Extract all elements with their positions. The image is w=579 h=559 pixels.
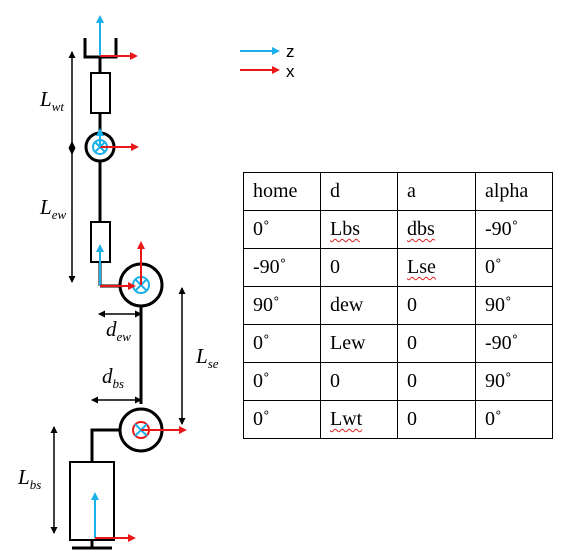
- table-cell: -90˚: [243, 248, 321, 287]
- table-cell: 0˚: [475, 248, 553, 287]
- wrist-link-box: [90, 72, 111, 114]
- table-row: -90˚ 0 Lse 0˚: [243, 248, 553, 287]
- lse-label: Lse: [195, 344, 219, 371]
- table-cell: Lse: [397, 248, 476, 287]
- table-cell: dew: [320, 286, 398, 325]
- table-cell: Lbs: [320, 210, 398, 249]
- axis-legend: z x: [240, 42, 295, 81]
- table-row: 0˚ Lwt 0 0˚: [243, 400, 553, 439]
- frame-arrows: [91, 15, 187, 542]
- table-cell: 0: [397, 400, 476, 439]
- table-cell: -90˚: [475, 210, 553, 249]
- header-alpha: alpha: [475, 172, 553, 211]
- dh-parameter-table: home d a alpha 0˚ Lbs dbs -90˚ -90˚ 0 Ls…: [243, 172, 553, 439]
- table-cell: 0: [320, 248, 398, 287]
- dbs-label: dbs: [102, 364, 124, 391]
- table-cell: 0: [397, 324, 476, 363]
- header-home: home: [243, 172, 321, 211]
- x-axis-legend-label: x: [286, 62, 295, 81]
- table-cell: 0˚: [243, 362, 321, 401]
- table-cell: 0˚: [243, 324, 321, 363]
- table-row: 0˚ Lew 0 -90˚: [243, 324, 553, 363]
- table-cell: 90˚: [243, 286, 321, 325]
- table-header-row: home d a alpha: [243, 172, 553, 211]
- header-d: d: [320, 172, 398, 211]
- table-row: 90˚ dew 0 90˚: [243, 286, 553, 325]
- table-cell: 90˚: [475, 286, 553, 325]
- table-cell: 0: [397, 286, 476, 325]
- table-cell: 0˚: [243, 210, 321, 249]
- base-link-box: [69, 461, 115, 541]
- z-axis-legend-label: z: [286, 42, 295, 61]
- table-row: 0˚ 0 0 90˚: [243, 362, 553, 401]
- dew-label: dew: [106, 317, 131, 344]
- lwt-label: Lwt: [39, 87, 64, 114]
- table-cell: 0: [320, 362, 398, 401]
- table-cell: 0: [397, 362, 476, 401]
- dimension-labels: Lwt Lew dew dbs Lse Lbs: [17, 87, 219, 492]
- table-cell: 90˚: [475, 362, 553, 401]
- lbs-label: Lbs: [17, 465, 41, 492]
- table-cell: 0˚: [243, 400, 321, 439]
- table-cell: -90˚: [475, 324, 553, 363]
- dimension-lines: [50, 51, 186, 534]
- table-cell: Lwt: [320, 400, 398, 439]
- lew-label: Lew: [39, 195, 66, 222]
- table-cell: dbs: [397, 210, 476, 249]
- header-a: a: [397, 172, 476, 211]
- table-cell: 0˚: [475, 400, 553, 439]
- table-row: 0˚ Lbs dbs -90˚: [243, 210, 553, 249]
- table-cell: Lew: [320, 324, 398, 363]
